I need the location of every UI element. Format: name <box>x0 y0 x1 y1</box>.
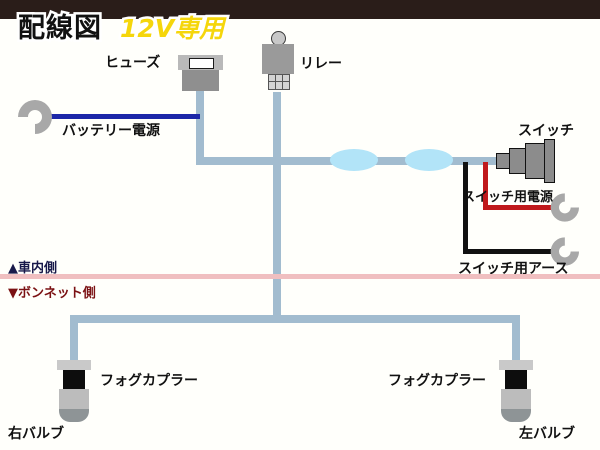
fuse-label: ヒューズ <box>105 55 161 71</box>
oval-connector-2 <box>405 149 453 171</box>
zone-divider <box>0 274 600 279</box>
fog-coupler-label-right: フォグカプラー <box>100 373 198 389</box>
c-terminal-icon-switch-ground <box>550 237 579 266</box>
wire-bonnet-splitter <box>70 315 520 323</box>
bulb-label-left: 左バルブ <box>519 426 575 442</box>
switch-power-label: スイッチ用電源 <box>462 190 554 205</box>
wire-switch-ground-horiz <box>463 249 553 254</box>
wire-switch-power-vert <box>483 162 488 210</box>
fog-coupler-label-left: フォグカプラー <box>388 373 486 389</box>
cabin-zone-label: ▲車内側 <box>8 257 57 276</box>
bulb-label-right: 右バルブ <box>8 426 64 442</box>
bulb-icon-right <box>55 360 93 422</box>
fuse-icon <box>178 55 223 91</box>
wire-fuse-to-trunk <box>196 90 204 165</box>
wire-to-left-bulb <box>512 315 520 365</box>
switch-icon <box>496 139 560 183</box>
wire-switch-power-horiz <box>483 205 553 210</box>
bulb-icon-left <box>497 360 535 422</box>
bonnet-zone-label: ▼ボンネット側 <box>8 282 96 301</box>
c-terminal-icon-battery <box>18 100 52 134</box>
wire-to-right-bulb <box>70 315 78 365</box>
relay-icon <box>262 31 294 93</box>
header-bar <box>0 0 600 19</box>
cabin-arrow-icon: ▲ <box>8 261 18 276</box>
switch-label: スイッチ <box>518 123 574 139</box>
wire-switch-ground-vert <box>463 162 468 254</box>
bonnet-arrow-icon: ▼ <box>8 286 18 301</box>
oval-connector-1 <box>330 149 378 171</box>
c-terminal-icon-switch-power <box>550 193 579 222</box>
relay-label: リレー <box>300 56 342 72</box>
wire-relay-to-trunk <box>273 92 281 165</box>
page-title: 配線図 <box>16 11 104 47</box>
bonnet-zone-text: ボンネット側 <box>18 286 96 301</box>
wire-trunk-to-bonnet <box>273 157 281 322</box>
voltage-badge: 12V専用 <box>117 12 226 46</box>
wire-battery-power <box>50 114 200 119</box>
battery-power-label: バッテリー電源 <box>62 123 160 139</box>
switch-ground-label: スイッチ用アース <box>458 261 569 277</box>
cabin-zone-text: 車内側 <box>18 261 58 276</box>
